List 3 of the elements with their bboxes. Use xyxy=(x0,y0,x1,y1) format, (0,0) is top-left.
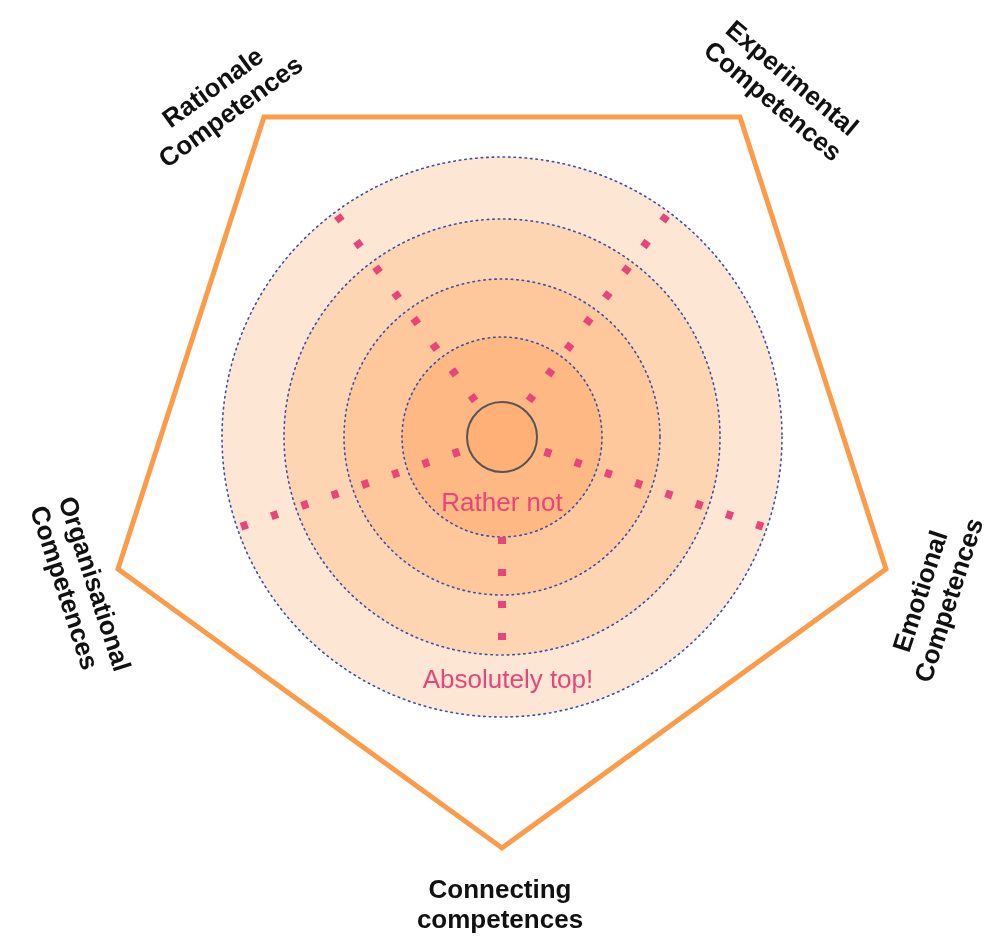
scale-label: Absolutely top! xyxy=(422,665,594,695)
axis-label: Connecting competences xyxy=(415,875,585,935)
scale-label: Rather not xyxy=(441,488,563,518)
